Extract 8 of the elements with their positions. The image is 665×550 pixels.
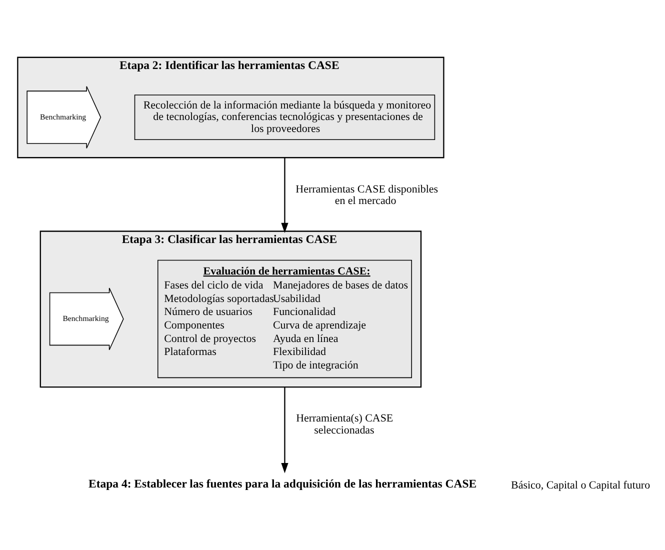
node-box: Evaluación de herramientas CASE: Fases del ciclo de vida Manejadores de bases de datos Metodologías soportadasUsabilidad Número de usuarios Funcionalidad Componentes Curva de aprendizaje Control de proyectos Ayuda en línea Plataformas Flexibilidad Tipo de integración [157, 259, 412, 378]
arrow [281, 386, 288, 473]
node-box: Recolección de la información mediante la búsqueda y monitoreo de tecnologías, conferencias tecnológicas y presentaciones de los proveedores [134, 94, 436, 140]
edge-label: Herramientas CASE disponibles en el mercado [296, 182, 438, 206]
label: Básico, Capital o Capital futuro [511, 479, 650, 492]
edge-label: Herramienta(s) CASE seleccionadas [296, 412, 394, 436]
arrow [281, 157, 288, 233]
node-text: Etapa 4: Establecer las fuentes para la adquisición de las herramientas CASE [88, 477, 477, 490]
